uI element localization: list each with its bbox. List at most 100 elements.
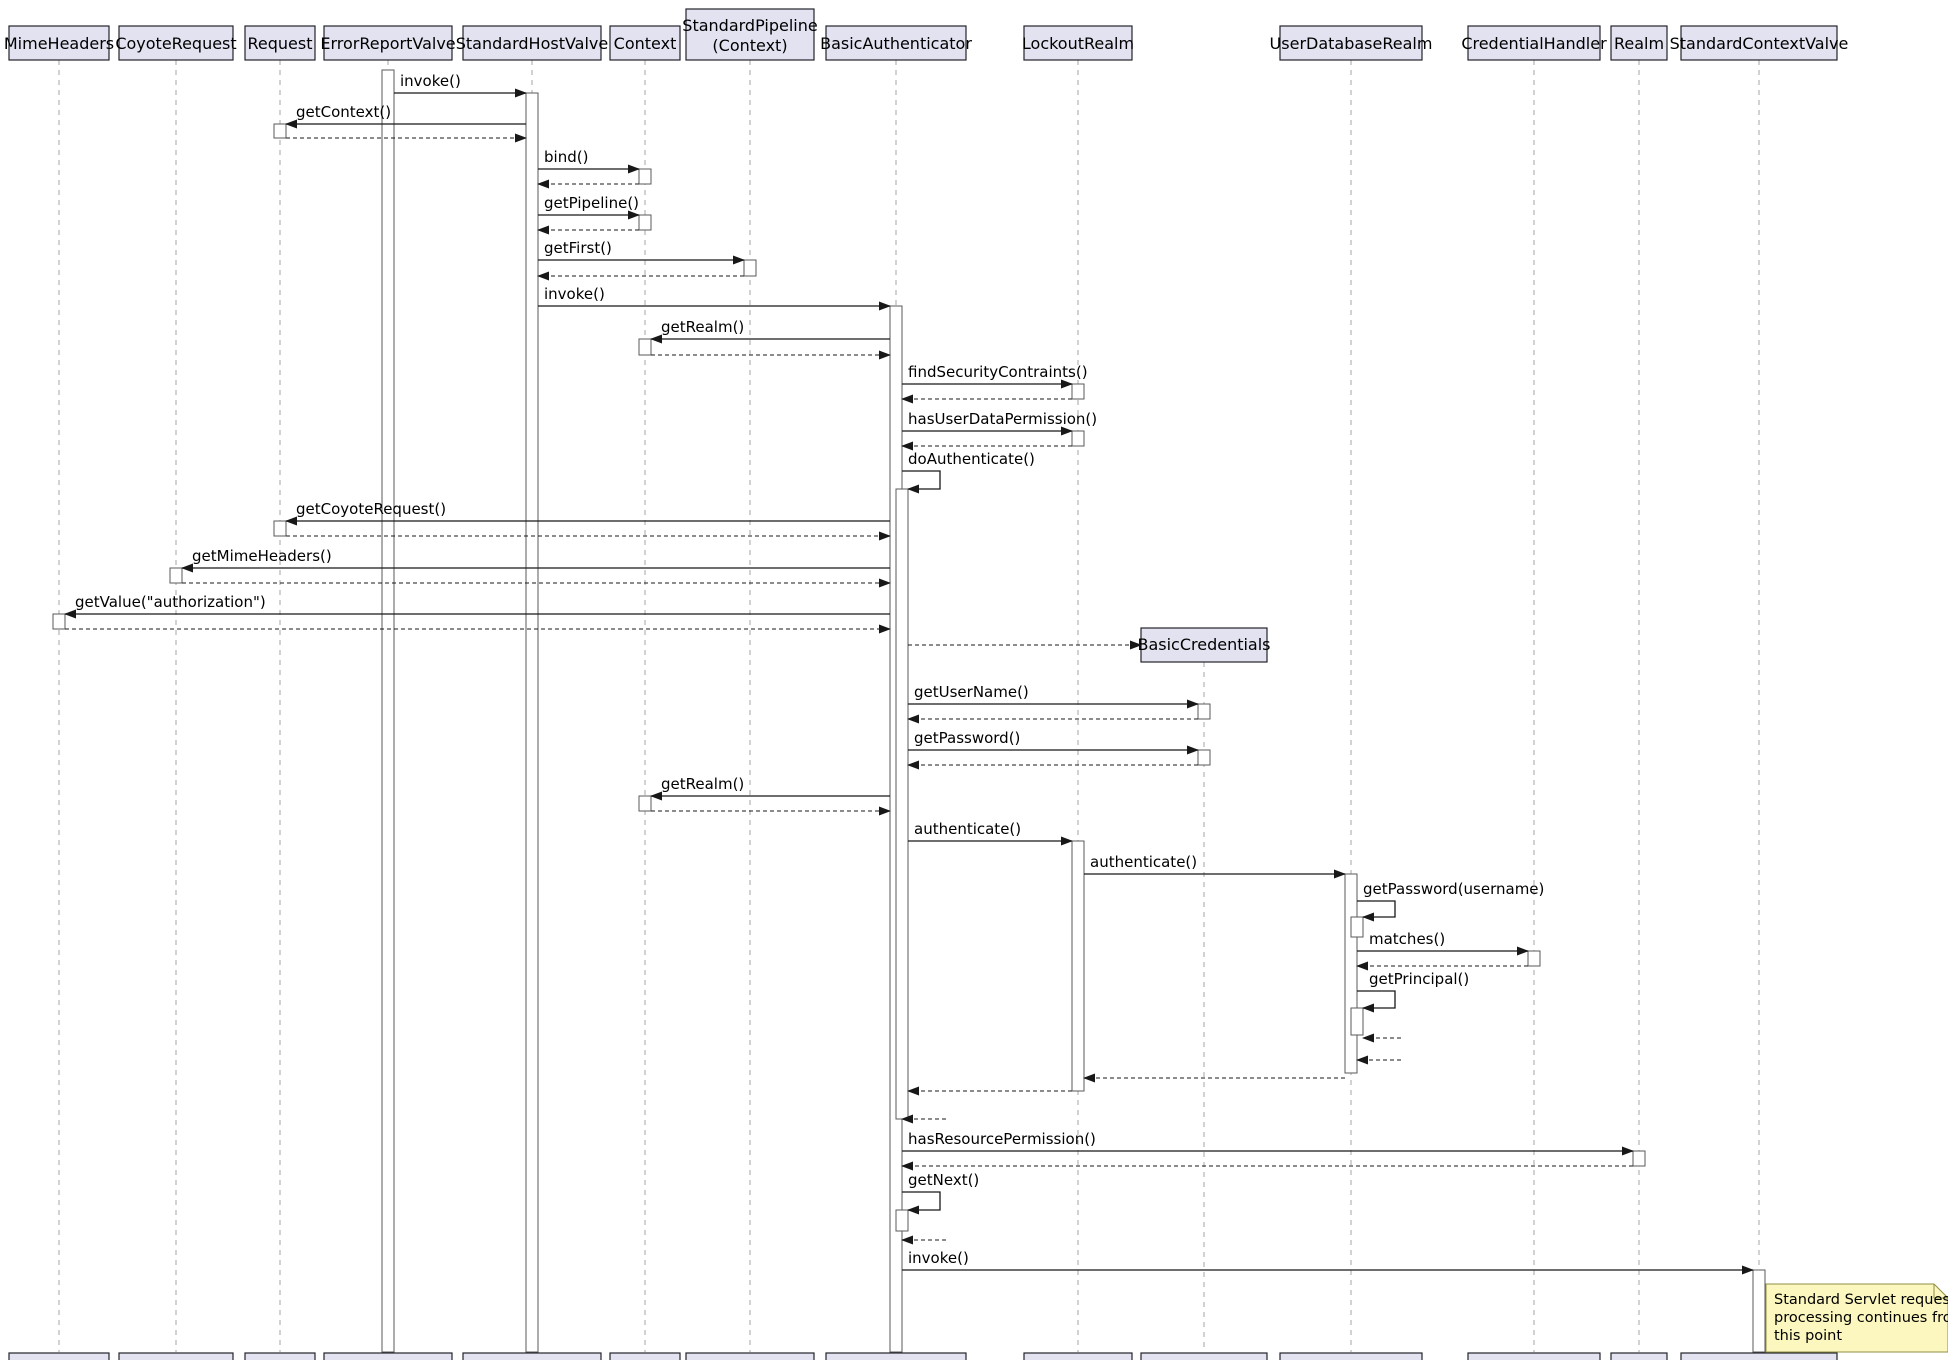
participant-footer-lockout-realm <box>1023 1352 1133 1360</box>
participant-footer-mime-headers <box>8 1352 110 1360</box>
participant-label-basic-credentials: BasicCredentials <box>1137 635 1270 654</box>
participant-box-standard-context-valve <box>1680 25 1838 61</box>
message-label-getprincipal: getPrincipal() <box>1369 970 1469 988</box>
message-label-bind: bind() <box>544 148 588 166</box>
message-getprincipal-35 <box>1357 990 1396 1013</box>
message-label-findsecuritycontraints: findSecurityContraints() <box>908 363 1088 381</box>
message-label-getcontext: getContext() <box>296 103 391 121</box>
participant-box-user-database-realm <box>1279 25 1423 61</box>
message-label-getpipeline: getPipeline() <box>544 194 639 212</box>
participant-footer-standard-context-valve <box>1680 1352 1838 1360</box>
participant-label-standard-pipeline: StandardPipeline <box>682 16 817 35</box>
participant-label-error-report-valve: ErrorReportValve <box>320 34 455 53</box>
activation-bar <box>638 338 652 356</box>
activation-bar <box>638 168 652 185</box>
activation-bar <box>1527 950 1541 967</box>
note <box>1765 1283 1948 1353</box>
message-label-authenticate: authenticate() <box>1090 853 1197 871</box>
participant-label-credential-handler: CredentialHandler <box>1461 34 1607 53</box>
participant-footer-standard-pipeline <box>685 1352 815 1360</box>
note-fold-icon <box>1933 1284 1948 1299</box>
message-label-getpassword-username: getPassword(username) <box>1363 880 1544 898</box>
message-label-getrealm: getRealm() <box>661 775 744 793</box>
activation-bar <box>1197 703 1211 720</box>
message-label-getpassword: getPassword() <box>914 729 1020 747</box>
participant-footer-basic-authenticator <box>825 1352 967 1360</box>
message-label-hasuserdatapermission: hasUserDataPermission() <box>908 410 1097 428</box>
note-text-line: processing continues from <box>1774 1310 1948 1326</box>
activation-bar <box>1350 1007 1364 1036</box>
participant-footer-request <box>244 1352 316 1360</box>
participant-label-realm: Realm <box>1614 34 1664 53</box>
participant-label-mime-headers: MimeHeaders <box>4 34 114 53</box>
participant-label-request: Request <box>248 34 313 53</box>
message-label-getnext: getNext() <box>908 1171 979 1189</box>
participant-footer-basic-credentials <box>1140 1352 1268 1360</box>
participant-footer-user-database-realm <box>1279 1352 1423 1360</box>
activation-bar <box>895 488 909 1120</box>
message-label-invoke: invoke() <box>908 1249 969 1267</box>
participant-label-lockout-realm: LockoutRealm <box>1022 34 1134 53</box>
message-label-matches: matches() <box>1369 930 1445 948</box>
message-label-doauthenticate: doAuthenticate() <box>908 450 1035 468</box>
activation-bar <box>1071 383 1085 400</box>
participant-label-standard-host-valve: StandardHostValve <box>456 34 608 53</box>
participant-footer-credential-handler <box>1467 1352 1601 1360</box>
activation-bar <box>273 123 287 139</box>
activation-bar <box>743 259 757 277</box>
activation-bar <box>1071 430 1085 447</box>
activation-bar <box>1197 749 1211 766</box>
participant-box-basic-credentials <box>1140 627 1268 663</box>
message-label-invoke: invoke() <box>544 285 605 303</box>
message-label-getmimeheaders: getMimeHeaders() <box>192 547 332 565</box>
participant-box-realm <box>1610 25 1668 61</box>
message-label-getusername: getUserName() <box>914 683 1029 701</box>
activation-bar <box>169 567 183 584</box>
participant-box-standard-host-valve <box>462 25 602 61</box>
message-doauthenticate-16 <box>902 470 941 494</box>
participant-label-context: Context <box>614 34 677 53</box>
message-label-getfirst: getFirst() <box>544 239 612 257</box>
activation-bar <box>895 1209 909 1232</box>
participant-box-lockout-realm <box>1023 25 1133 61</box>
participant-label-standard-context-valve: StandardContextValve <box>1670 34 1849 53</box>
activation-bar <box>1344 873 1358 1074</box>
message-label-getcoyoterequest: getCoyoteRequest() <box>296 500 446 518</box>
message-label-authenticate: authenticate() <box>914 820 1021 838</box>
activation-bar <box>273 520 287 537</box>
participant-footer-context <box>609 1352 681 1360</box>
participant-box-coyote-request <box>118 25 234 61</box>
message-label-invoke: invoke() <box>400 72 461 90</box>
participant-sublabel-standard-pipeline: (Context) <box>712 36 787 55</box>
participant-footer-realm <box>1610 1352 1668 1360</box>
participant-footer-error-report-valve <box>323 1352 453 1360</box>
note-text-line: Standard Servlet request <box>1774 1292 1948 1308</box>
participant-footer-coyote-request <box>118 1352 234 1360</box>
participant-box-request <box>244 25 316 61</box>
participant-label-coyote-request: CoyoteRequest <box>115 34 236 53</box>
message-getnext-43 <box>902 1191 941 1215</box>
participant-box-mime-headers <box>8 25 110 61</box>
participant-box-error-report-valve <box>323 25 453 61</box>
message-label-getrealm: getRealm() <box>661 318 744 336</box>
participant-label-basic-authenticator: BasicAuthenticator <box>820 34 972 53</box>
participant-box-credential-handler <box>1467 25 1601 61</box>
activation-bar <box>1350 916 1364 938</box>
participant-box-basic-authenticator <box>825 25 967 61</box>
activation-bar <box>1632 1150 1646 1167</box>
participant-box-context <box>609 25 681 61</box>
activation-bar <box>525 92 539 1353</box>
activation-bar <box>52 613 66 630</box>
activation-bar <box>1752 1269 1766 1353</box>
participant-footer-standard-host-valve <box>462 1352 602 1360</box>
message-label-hasresourcepermission: hasResourcePermission() <box>908 1130 1096 1148</box>
message-getpassword-username-32 <box>1357 900 1396 922</box>
participant-label-user-database-realm: UserDatabaseRealm <box>1270 34 1433 53</box>
activation-bar <box>381 69 395 1353</box>
activation-bar <box>1071 840 1085 1092</box>
note-text-line: this point <box>1774 1328 1842 1344</box>
activation-bar <box>638 795 652 812</box>
activation-bar <box>638 214 652 231</box>
